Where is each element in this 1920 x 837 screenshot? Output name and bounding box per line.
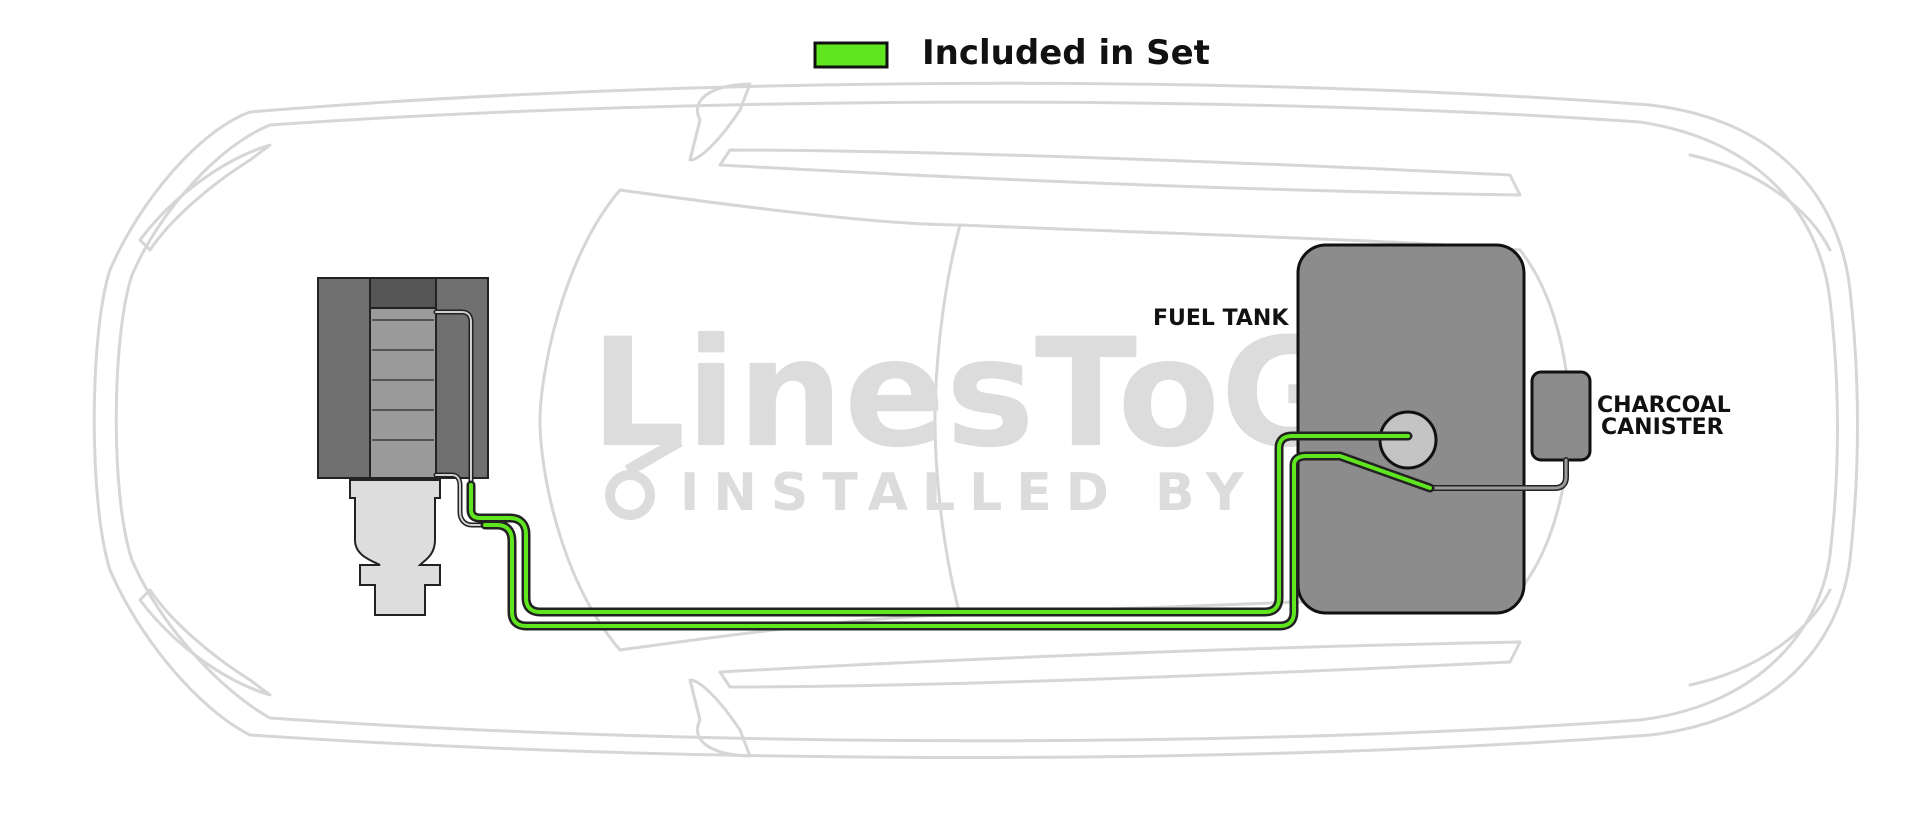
fuel-return-line [483, 454, 1432, 628]
car-side-window-bottom [718, 640, 1522, 689]
engine-cylinder-bank [369, 277, 437, 479]
legend-label: Included in Set [922, 33, 1210, 73]
car-headlight-bottom [138, 588, 272, 697]
fuel-tank: FUEL TANK [1153, 243, 1526, 615]
transmission [349, 479, 441, 616]
car-roof-pillar [933, 223, 962, 617]
fuel-tank-label: FUEL TANK [1153, 306, 1289, 331]
car-mirror-top [688, 82, 752, 162]
wrench-gear-icon [605, 435, 683, 520]
engine-fuel-rail-line-core [435, 311, 472, 486]
fuel-supply-line [469, 434, 1410, 614]
car-body-outer [92, 81, 1859, 759]
engine-cylinder-top [369, 277, 437, 309]
car-tail-bottom [1688, 588, 1832, 687]
vapor-line-core [1430, 458, 1568, 490]
legend-swatch [813, 41, 889, 69]
car-headlight-top [138, 143, 272, 252]
non-included-lines [433, 309, 1569, 528]
charcoal-canister: CHARCOAL CANISTER [1530, 370, 1731, 462]
watermark-tagline: INSTALLED BY AL [680, 463, 1391, 523]
car-body-inner [114, 100, 1839, 743]
charcoal-canister-label-line1: CHARCOAL [1597, 393, 1731, 418]
engine [317, 277, 489, 616]
car-mirror-bottom [688, 678, 752, 758]
included-lines [466, 431, 1435, 631]
engine-cylinders [372, 319, 434, 441]
car-windshield-front [538, 188, 622, 652]
engine-return-line-core [435, 474, 486, 526]
car-tail-top [1688, 153, 1832, 252]
charcoal-canister-label-line2: CANISTER [1601, 415, 1724, 440]
charcoal-canister-body [1530, 370, 1592, 462]
legend: Included in Set [813, 33, 1210, 73]
car-outline [92, 81, 1859, 759]
car-side-window-top [718, 148, 1522, 197]
